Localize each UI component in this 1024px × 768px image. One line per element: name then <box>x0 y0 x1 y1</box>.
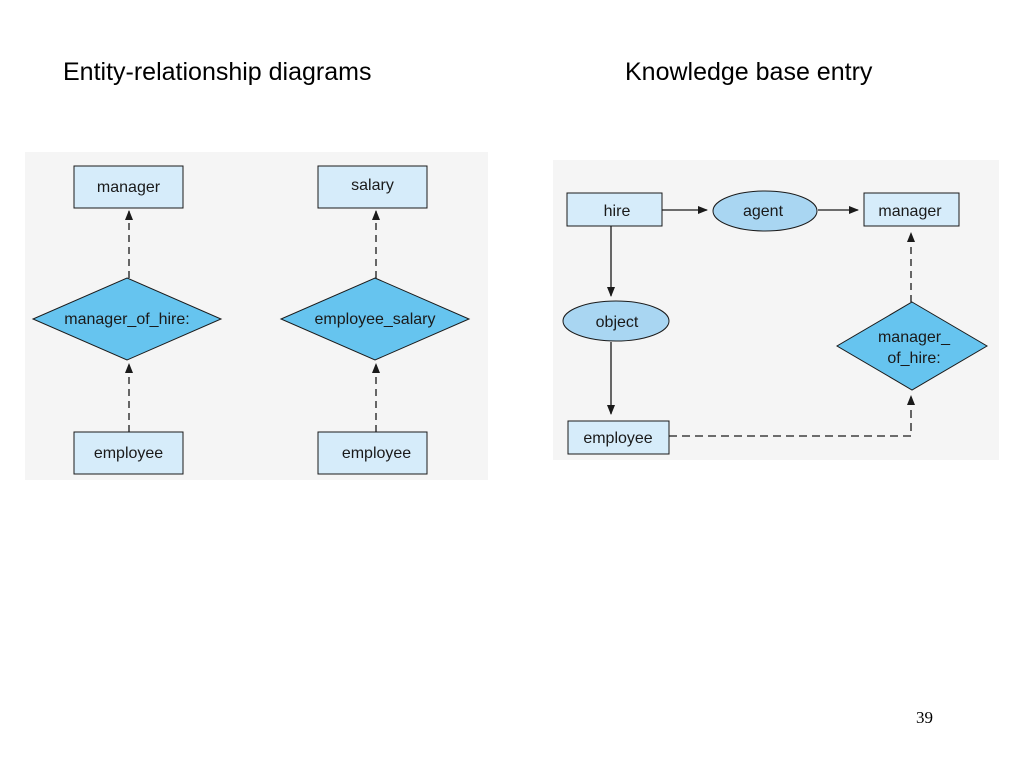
relationship-manager-of-hire <box>31 277 223 361</box>
kb-node-agent-label: agent <box>743 203 784 220</box>
kb-node-agent <box>712 190 818 232</box>
kb-node-hire <box>566 192 663 227</box>
entity-employee-label: employee <box>342 445 411 462</box>
kb-node-manager <box>863 192 960 227</box>
er-diagram-manager-of-hire: manager manager_of_hire: employee <box>31 165 223 475</box>
kb-node-hire-label: hire <box>604 203 631 220</box>
kb-node-object-label: object <box>596 314 639 331</box>
er-diagram-employee-salary: salary employee_salary employee <box>279 165 471 475</box>
page-number: 39 <box>916 708 933 727</box>
entity-employee-label: employee <box>94 445 163 462</box>
kb-node-manager-label: manager <box>878 203 942 220</box>
entity-employee <box>317 431 428 475</box>
relationship-employee-salary-label: employee_salary <box>315 311 436 328</box>
knowledge-base-heading: Knowledge base entry <box>625 58 873 86</box>
kb-node-object <box>562 300 670 342</box>
entity-salary-label: salary <box>351 177 394 194</box>
relationship-employee-salary <box>279 277 471 361</box>
kb-relationship-label-line2: of_hire: <box>887 350 940 367</box>
entity-manager <box>73 165 184 209</box>
relationship-manager-of-hire-label: manager_of_hire: <box>64 311 189 328</box>
kb-relationship-label-line1: manager_ <box>878 329 951 346</box>
entity-employee <box>73 431 184 475</box>
er-diagrams-heading: Entity-relationship diagrams <box>63 58 372 86</box>
kb-node-employee-label: employee <box>583 430 652 447</box>
kb-relationship-manager-of-hire <box>836 301 988 391</box>
dashed-employee-to-relationship <box>669 395 915 437</box>
knowledge-base-diagram: hire agent manager object employee manag… <box>562 190 988 455</box>
kb-node-employee <box>567 420 670 455</box>
entity-salary <box>317 165 428 209</box>
entity-manager-label: manager <box>97 179 161 196</box>
